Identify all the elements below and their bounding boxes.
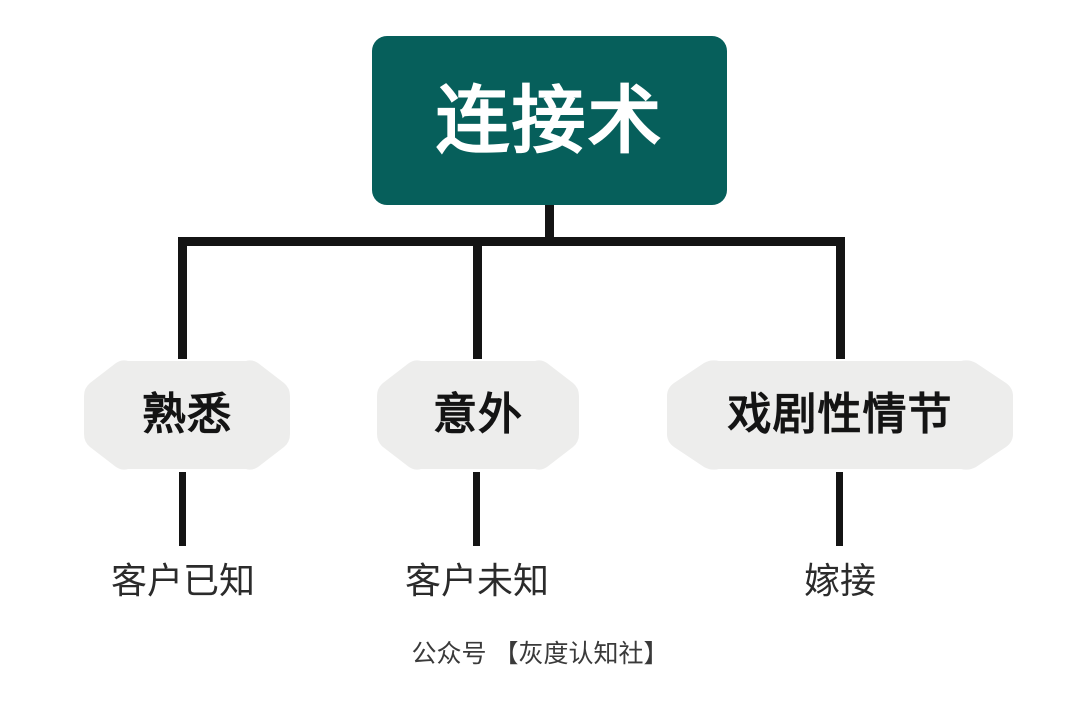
- branch-node-1[interactable]: 熟悉: [84, 357, 290, 473]
- hexagon-shape-1: [84, 360, 290, 470]
- connector-leaf-1: [179, 472, 186, 546]
- branch-node-3[interactable]: 戏剧性情节: [667, 357, 1013, 473]
- root-node-label: 连接术: [435, 78, 664, 162]
- connector-leaf-3: [836, 472, 843, 546]
- root-node[interactable]: 连接术: [372, 36, 727, 205]
- leaf-label-1: 客户已知: [110, 560, 256, 601]
- connector-drop-1: [178, 237, 187, 359]
- leaf-label-2: 客户未知: [404, 560, 550, 601]
- branch-node-1-label: 熟悉: [142, 390, 232, 439]
- connector-drop-3: [836, 237, 845, 359]
- branch-node-2[interactable]: 意外: [377, 357, 579, 473]
- footer-attribution: 公众号 【灰度认知社】: [411, 640, 669, 668]
- connector-horizontal-bus: [178, 237, 845, 246]
- hexagon-shape-3: [667, 360, 1013, 470]
- hexagon-shape-2: [377, 360, 579, 470]
- branch-node-3-label: 戏剧性情节: [727, 390, 953, 439]
- branch-node-2-label: 意外: [433, 390, 523, 439]
- connector-root-stem: [545, 203, 554, 245]
- leaf-label-3: 嫁接: [803, 560, 877, 601]
- connector-drop-2: [473, 237, 482, 359]
- connector-leaf-2: [473, 472, 480, 546]
